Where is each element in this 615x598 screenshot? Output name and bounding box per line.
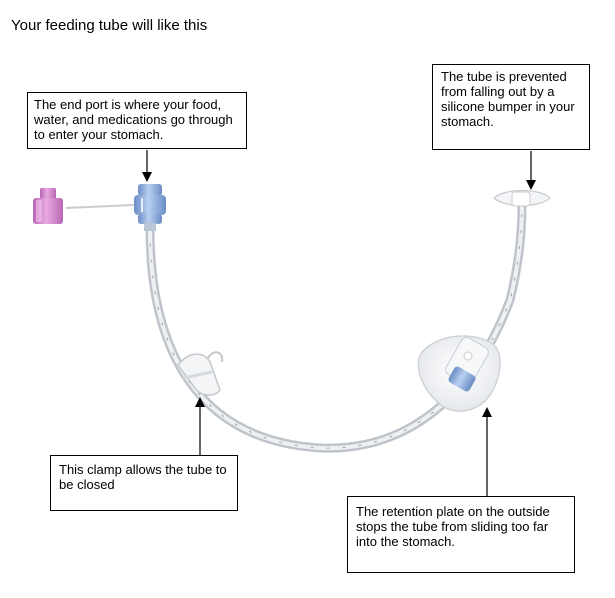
callout-bumper: The tube is prevented from falling out b… [432, 64, 590, 150]
callout-retention-plate: The retention plate on the outside stops… [347, 496, 575, 573]
pink-cap-icon [33, 188, 63, 224]
arrow-retention-plate [482, 407, 492, 496]
end-port-icon [134, 184, 166, 231]
callout-clamp: This clamp allows the tube to be closed [50, 455, 238, 511]
page-title: Your feeding tube will like this [11, 17, 208, 34]
cap-tether [65, 204, 135, 209]
arrow-clamp [195, 397, 205, 455]
tube [145, 200, 527, 453]
retention-plate-icon [417, 335, 501, 412]
bumper-icon [493, 189, 551, 207]
arrow-bumper [526, 151, 536, 190]
callout-end-port: The end port is where your food, water, … [27, 92, 247, 149]
arrow-end-port [142, 150, 152, 182]
clamp-icon [177, 351, 224, 396]
